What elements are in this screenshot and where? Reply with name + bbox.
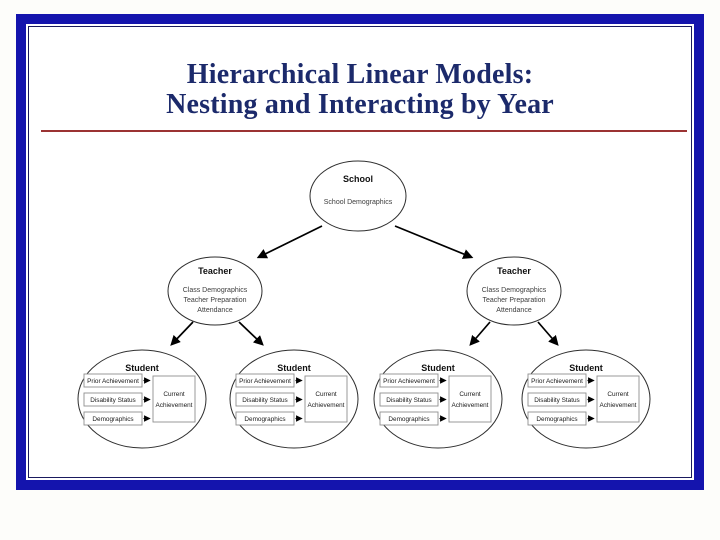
student-node-3: Student Prior Achievement Disability Sta… [373,349,503,449]
predictor-box-disability-status [235,392,295,407]
predictor-label: Demographics [92,416,133,423]
outcome-box [596,375,640,423]
slide-inner-border: Hierarchical Linear Models: Nesting and … [28,26,692,478]
school-to-right-teacher-arrow [394,225,474,259]
predictor-box-disability-status [379,392,439,407]
student-node-2: Student Prior Achievement Disability Sta… [229,349,359,449]
outcome-label: Current [315,391,337,398]
predictor-label: Prior Achievement [87,378,139,385]
predictor-label: Prior Achievement [239,378,291,385]
teacher-attribute: Teacher Preparation [183,297,246,304]
right-teacher-to-student4-arrow [537,321,559,346]
teacher-node-right: Teacher Class Demographics Teacher Prepa… [466,256,562,326]
student-node-1: Student Prior Achievement Disability Sta… [77,349,207,449]
predictor-box-demographics [235,411,295,426]
outcome-label: Current [607,391,629,398]
predictor-box-disability-status [527,392,587,407]
page-title: Hierarchical Linear Models: Nesting and … [29,60,691,120]
student-label: Student [569,363,603,373]
school-label: School [343,174,373,184]
predictor-box-prior-achievement [83,373,143,388]
predictor-label: Disability Status [242,397,287,404]
predictor-box-demographics [83,411,143,426]
right-teacher-to-student3-arrow [469,321,491,346]
outcome-label: Current [459,391,481,398]
outcome-label: Achievement [600,402,637,409]
teacher-attribute: Attendance [496,307,532,314]
teacher-ellipse [466,256,562,326]
outcome-label: Achievement [452,402,489,409]
predictor-label: Disability Status [534,397,579,404]
teacher-attribute: Attendance [197,307,233,314]
predictor-box-prior-achievement [235,373,295,388]
predictor-box-prior-achievement [527,373,587,388]
outcome-box [152,375,196,423]
school-ellipse [309,160,407,232]
outcome-label: Achievement [308,402,345,409]
predictor-box-demographics [379,411,439,426]
school-node: School School Demographics [309,160,407,232]
title-line-1: Hierarchical Linear Models: [186,59,534,90]
teacher-attribute: Class Demographics [482,287,547,294]
outcome-label: Achievement [156,402,193,409]
predictor-label: Prior Achievement [383,378,435,385]
left-teacher-to-student1-arrow [170,321,194,346]
student-label: Student [125,363,159,373]
school-to-left-teacher-arrow [256,225,323,259]
title-line-2: Nesting and Interacting by Year [166,89,554,120]
student-node-4: Student Prior Achievement Disability Sta… [521,349,651,449]
outcome-box [448,375,492,423]
title-divider [41,130,687,132]
teacher-attribute: Class Demographics [183,287,248,294]
teacher-label: Teacher [198,266,232,276]
outcome-label: Current [163,391,185,398]
predictor-label: Demographics [388,416,429,423]
predictor-box-disability-status [83,392,143,407]
predictor-label: Demographics [244,416,285,423]
predictor-box-demographics [527,411,587,426]
outcome-box [304,375,348,423]
teacher-attribute: Teacher Preparation [482,297,545,304]
school-attribute: School Demographics [324,199,393,206]
left-teacher-to-student2-arrow [238,321,264,346]
teacher-node-left: Teacher Class Demographics Teacher Prepa… [167,256,263,326]
predictor-box-prior-achievement [379,373,439,388]
teacher-ellipse [167,256,263,326]
teacher-label: Teacher [497,266,531,276]
student-label: Student [277,363,311,373]
predictor-label: Disability Status [90,397,135,404]
predictor-label: Prior Achievement [531,378,583,385]
predictor-label: Demographics [536,416,577,423]
predictor-label: Disability Status [386,397,431,404]
student-label: Student [421,363,455,373]
